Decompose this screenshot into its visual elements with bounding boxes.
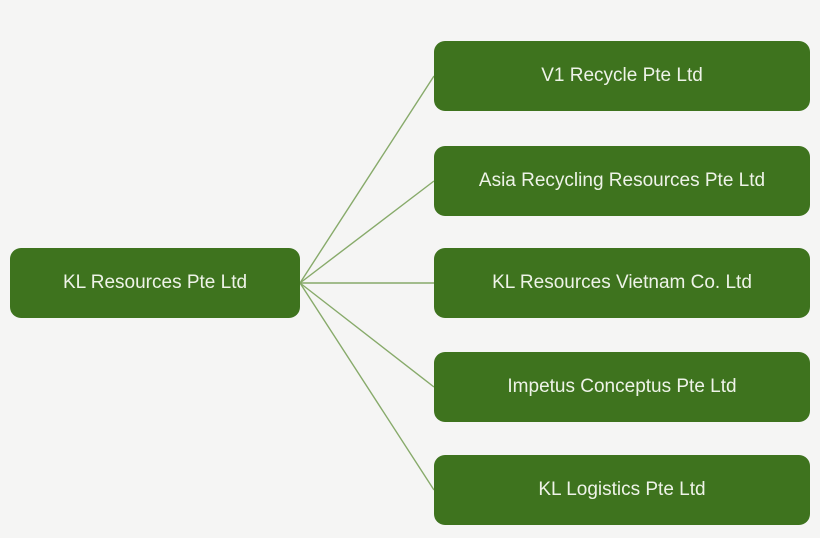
org-node-child-kl-resources-vietnam[interactable]: KL Resources Vietnam Co. Ltd — [434, 248, 810, 318]
org-node-child-impetus-conceptus[interactable]: Impetus Conceptus Pte Ltd — [434, 352, 810, 422]
connector-line — [299, 75, 435, 284]
org-node-child-v1-recycle[interactable]: V1 Recycle Pte Ltd — [434, 41, 810, 111]
connector-line — [299, 180, 435, 284]
org-node-child-asia-recycling-resources[interactable]: Asia Recycling Resources Pte Ltd — [434, 146, 810, 216]
org-node-child-kl-logistics[interactable]: KL Logistics Pte Ltd — [434, 455, 810, 525]
org-node-root[interactable]: KL Resources Pte Ltd — [10, 248, 300, 318]
connector-line — [299, 282, 435, 388]
connector-line — [299, 282, 435, 491]
